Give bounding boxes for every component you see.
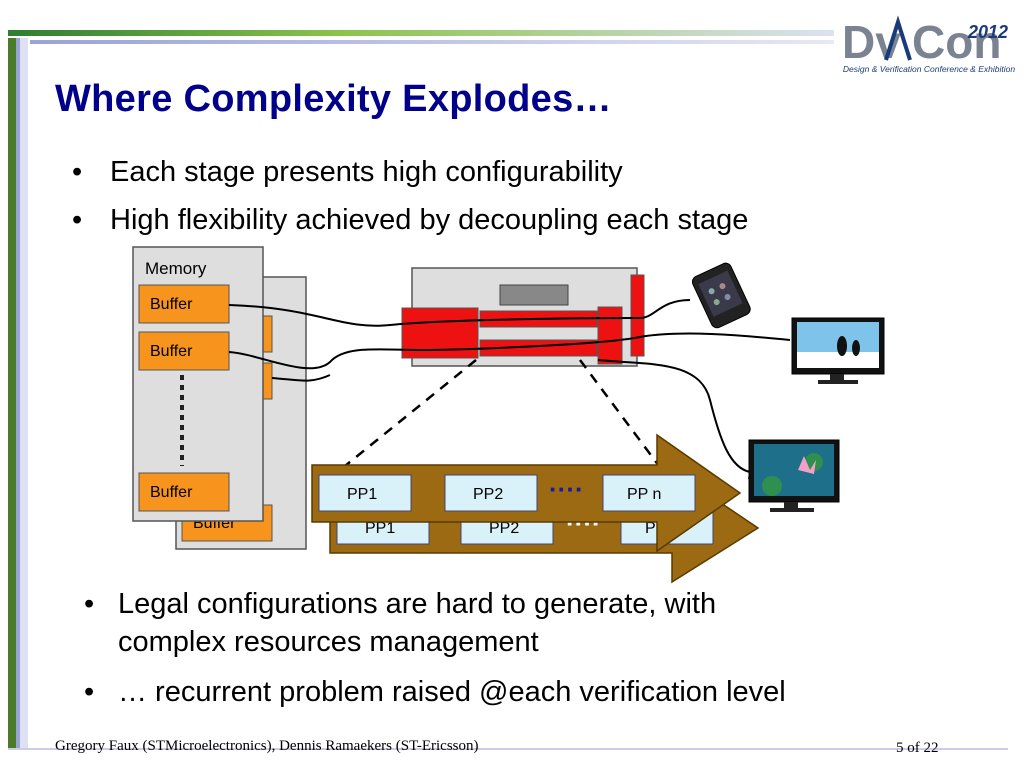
top-divider-secondary [30,40,834,44]
logo-subtitle: Design & Verification Conference & Exhib… [842,64,1016,74]
smartphone-icon [691,262,751,329]
pp-box [602,474,696,512]
pp-back-label: PP1 [365,520,395,537]
monitor-penguins-icon [791,317,885,384]
buffer-label: Buffer [150,484,193,501]
processing-block-port [499,284,569,306]
memory-label: Memory [145,259,207,278]
bullet-text: … recurrent problem raised @each verific… [118,676,786,708]
connection-line [271,374,331,382]
red-stage [597,306,623,365]
buffer-box [138,472,230,512]
zoom-guide-line [578,359,664,471]
connection-line [597,359,751,473]
pp-back-label: P [645,520,656,537]
bullet-text: High flexibility achieved by decoupling … [110,204,749,236]
dvcon-logo: Dv Con 2012 Design & Verification Confer… [838,8,1020,78]
pp-box [318,474,412,512]
monitor-lotus-icon [748,439,840,512]
pp-box [444,474,538,512]
connection-line [228,332,791,370]
buffer-label: Buffer [150,343,193,360]
bullet-dot: • [84,676,95,708]
buffer-label: Buffer [150,296,193,313]
pp-label: PP n [627,486,661,503]
red-stage [630,274,645,357]
page-number: 5 of 22 [896,740,939,756]
pp-label: PP1 [347,486,377,503]
logo-v-accent [884,15,912,61]
connection-line [228,299,691,327]
left-accent-bar-mid [16,38,20,750]
pp-label: PP2 [473,486,503,503]
slide-title: Where Complexity Explodes… [55,78,612,120]
bottom-divider [8,748,1008,750]
buffer-box [138,331,230,371]
footer-authors: Gregory Faux (STMicroelectronics), Denni… [55,738,479,754]
zoom-guide-line [339,359,477,471]
bullet-dot: • [84,588,95,620]
left-accent-bar [8,38,16,748]
pp-ellipsis: ···· [549,474,584,504]
top-divider [8,30,834,36]
bullet-dot: • [72,156,83,188]
pp-back-label: PP2 [489,520,519,537]
logo-year: 2012 [967,22,1008,42]
bullet-text: Legal configurations are hard to generat… [118,588,717,620]
bullet-text: complex resources management [118,626,539,658]
buffer-box [138,284,230,324]
logo-con: Con [912,16,1001,68]
bullet-dot: • [72,204,83,236]
bullet-text: Each stage presents high configurability [110,156,623,188]
